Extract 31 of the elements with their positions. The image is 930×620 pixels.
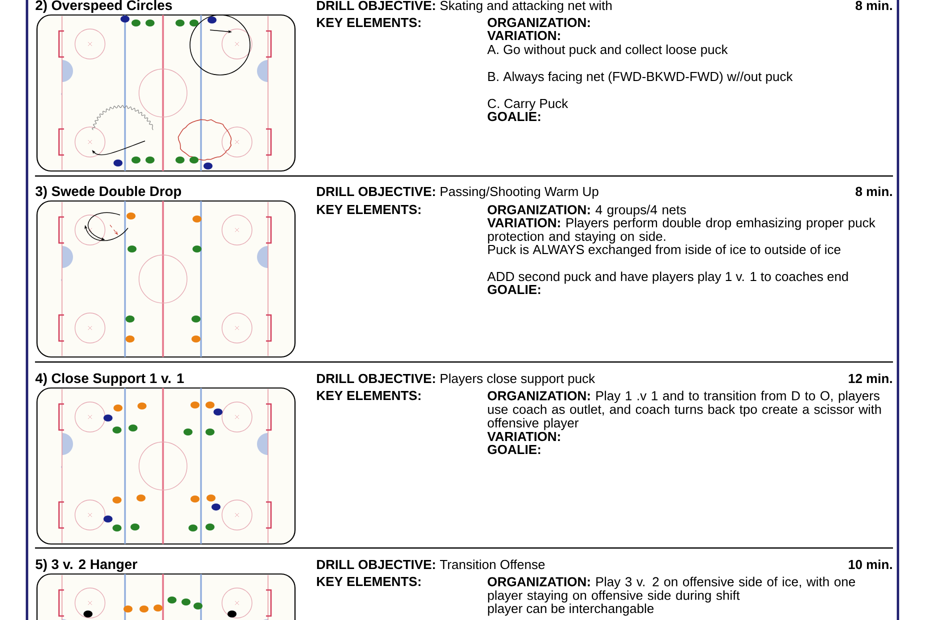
- body-text: B. Always facing net (FWD-BKWD-FWD) w//out puck: [488, 72, 793, 84]
- section-heading: KEY ELEMENTS:: [317, 18, 420, 28]
- drill-title: 3) Swede Double Drop: [36, 186, 182, 199]
- body-text: player can be interchangable: [488, 604, 654, 616]
- body-text: A. Go without puck and collect loose puck: [487, 44, 728, 57]
- objective-text: DRILL OBJECTIVE: Passing/Shooting Warm Up: [317, 186, 598, 199]
- duration-text: 10 min.: [848, 560, 892, 570]
- section-heading: GOALIE:: [488, 112, 540, 122]
- section-heading: VARIATION:: [487, 432, 560, 442]
- section-heading: GOALIE:: [488, 284, 540, 294]
- body-text: ADD second puck and have players play 1 v. 1 to coaches end: [487, 272, 848, 284]
- objective-text: DRILL OBJECTIVE: Players close support puck: [317, 374, 596, 386]
- drill-title: 2) Overspeed Circles: [36, 0, 172, 13]
- section-heading: VARIATION:: [487, 30, 560, 40]
- body-text: ORGANIZATION: 4 groups/4 nets: [488, 204, 686, 217]
- body-text: C. Carry Puck: [488, 98, 568, 111]
- body-text: Puck is ALWAYS exchanged from iside of ice to outside of ice: [488, 244, 840, 257]
- body-text: ORGANIZATION: Play 1 .v 1 and to transition from D to O, players use coach as outlet, and coach turns back tpo create a scissor with offensive player: [488, 390, 881, 430]
- section-heading: ORGANIZATION:: [488, 18, 590, 28]
- duration-text: 8 min.: [856, 0, 892, 10]
- duration-text: 12 min.: [848, 374, 892, 383]
- section-heading: KEY ELEMENTS:: [317, 576, 420, 586]
- duration-text: 8 min.: [856, 186, 892, 196]
- section-heading: GOALIE:: [488, 444, 540, 454]
- section-heading: KEY ELEMENTS:: [317, 204, 420, 214]
- body-text: VARIATION: Players perform double drop emhasizing proper puck protection and staying on side.: [487, 218, 876, 244]
- objective-text: DRILL OBJECTIVE: Transition Offense: [317, 560, 545, 570]
- section-heading: KEY ELEMENTS:: [317, 390, 420, 400]
- drill-title: 5) 3 v. 2 Hanger: [36, 558, 138, 572]
- drill-title: 4) Close Support 1 v. 1: [35, 373, 184, 386]
- objective-text: DRILL OBJECTIVE: Skating and attacking net with: [317, 0, 612, 13]
